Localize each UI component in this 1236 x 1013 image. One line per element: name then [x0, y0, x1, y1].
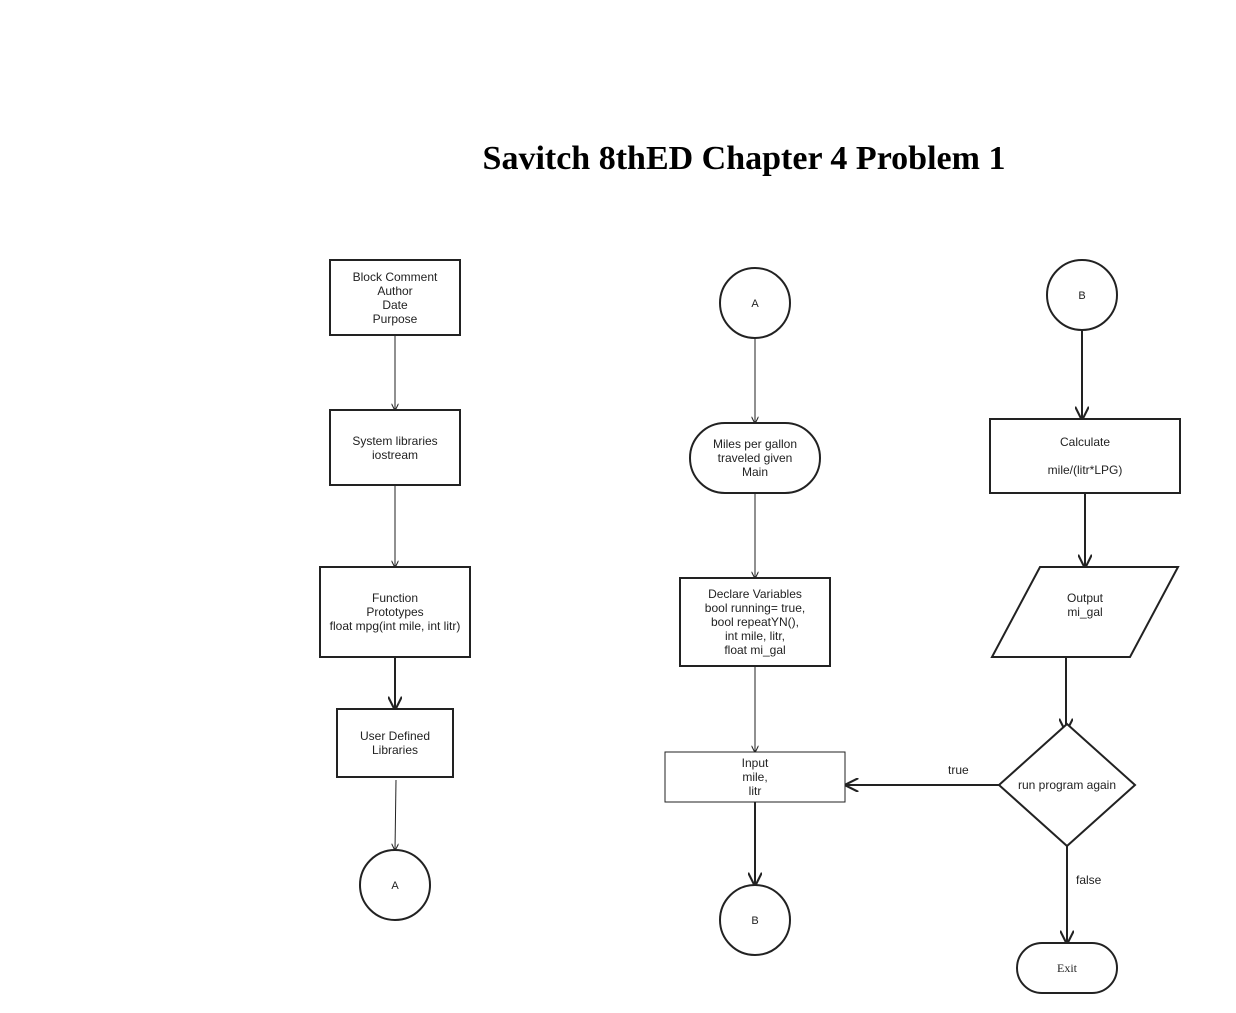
exit-label: Exit: [1057, 961, 1078, 975]
node-connector-b-in: B: [1046, 259, 1118, 331]
node-declare-variables: Declare Variables bool running= true, bo…: [679, 577, 831, 667]
node-function-prototypes: Function Prototypes float mpg(int mile, …: [319, 566, 471, 658]
decision-label: run program again: [1018, 778, 1116, 792]
input-line: mile,: [742, 770, 767, 784]
block-comment-line: Date: [382, 298, 408, 312]
connector-a-label: A: [391, 880, 399, 892]
edge-user-libraries-to-connector-a: [395, 779, 396, 850]
function-prototypes-line: Function: [372, 591, 418, 605]
input-line: Input: [742, 756, 769, 770]
main-terminal-line: traveled given: [718, 451, 793, 465]
node-input: Input mile, litr: [664, 751, 846, 803]
node-block-comment: Block Comment Author Date Purpose: [329, 259, 461, 336]
diagram-title: Savitch 8thED Chapter 4 Problem 1: [482, 140, 1006, 177]
declare-variables-line: bool running= true,: [705, 601, 805, 615]
calculate-line: Calculate: [1060, 435, 1110, 449]
main-terminal-line: Miles per gallon: [713, 437, 797, 451]
node-decision: run program again: [997, 722, 1137, 848]
user-libraries-line: Libraries: [372, 743, 418, 757]
node-connector-a-out: A: [359, 849, 431, 921]
function-prototypes-line: float mpg(int mile, int litr): [330, 619, 461, 633]
node-output: Output mi_gal: [990, 566, 1180, 658]
output-line: Output: [1067, 591, 1104, 605]
node-system-libraries: System libraries iostream: [329, 409, 461, 486]
node-main-terminal: Miles per gallon traveled given Main: [689, 422, 821, 494]
calculate-line: mile/(litr*LPG): [1048, 463, 1123, 477]
node-calculate: Calculate mile/(litr*LPG): [989, 418, 1181, 494]
connector-b-label: B: [1078, 290, 1085, 302]
connector-b-label: B: [751, 915, 758, 927]
node-user-defined-libraries: User Defined Libraries: [336, 708, 454, 778]
node-exit: Exit: [1016, 942, 1118, 994]
system-libraries-line: System libraries: [352, 434, 437, 448]
edge-true-label: true: [948, 763, 969, 777]
node-connector-b-out: B: [719, 884, 791, 956]
declare-variables-line: bool repeatYN(),: [711, 615, 799, 629]
output-line: mi_gal: [1067, 605, 1102, 619]
connector-a-label: A: [751, 298, 759, 310]
function-prototypes-line: Prototypes: [366, 605, 423, 619]
declare-variables-line: float mi_gal: [724, 643, 785, 657]
system-libraries-line: iostream: [372, 448, 418, 462]
block-comment-line: Author: [377, 284, 412, 298]
block-comment-line: Block Comment: [353, 270, 438, 284]
declare-variables-line: Declare Variables: [708, 587, 802, 601]
declare-variables-line: int mile, litr,: [725, 629, 785, 643]
main-terminal-line: Main: [742, 465, 768, 479]
node-connector-a-in: A: [719, 267, 791, 339]
edge-false-label: false: [1076, 873, 1102, 887]
block-comment-line: Purpose: [373, 312, 418, 326]
input-line: litr: [749, 784, 762, 798]
user-libraries-line: User Defined: [360, 729, 430, 743]
